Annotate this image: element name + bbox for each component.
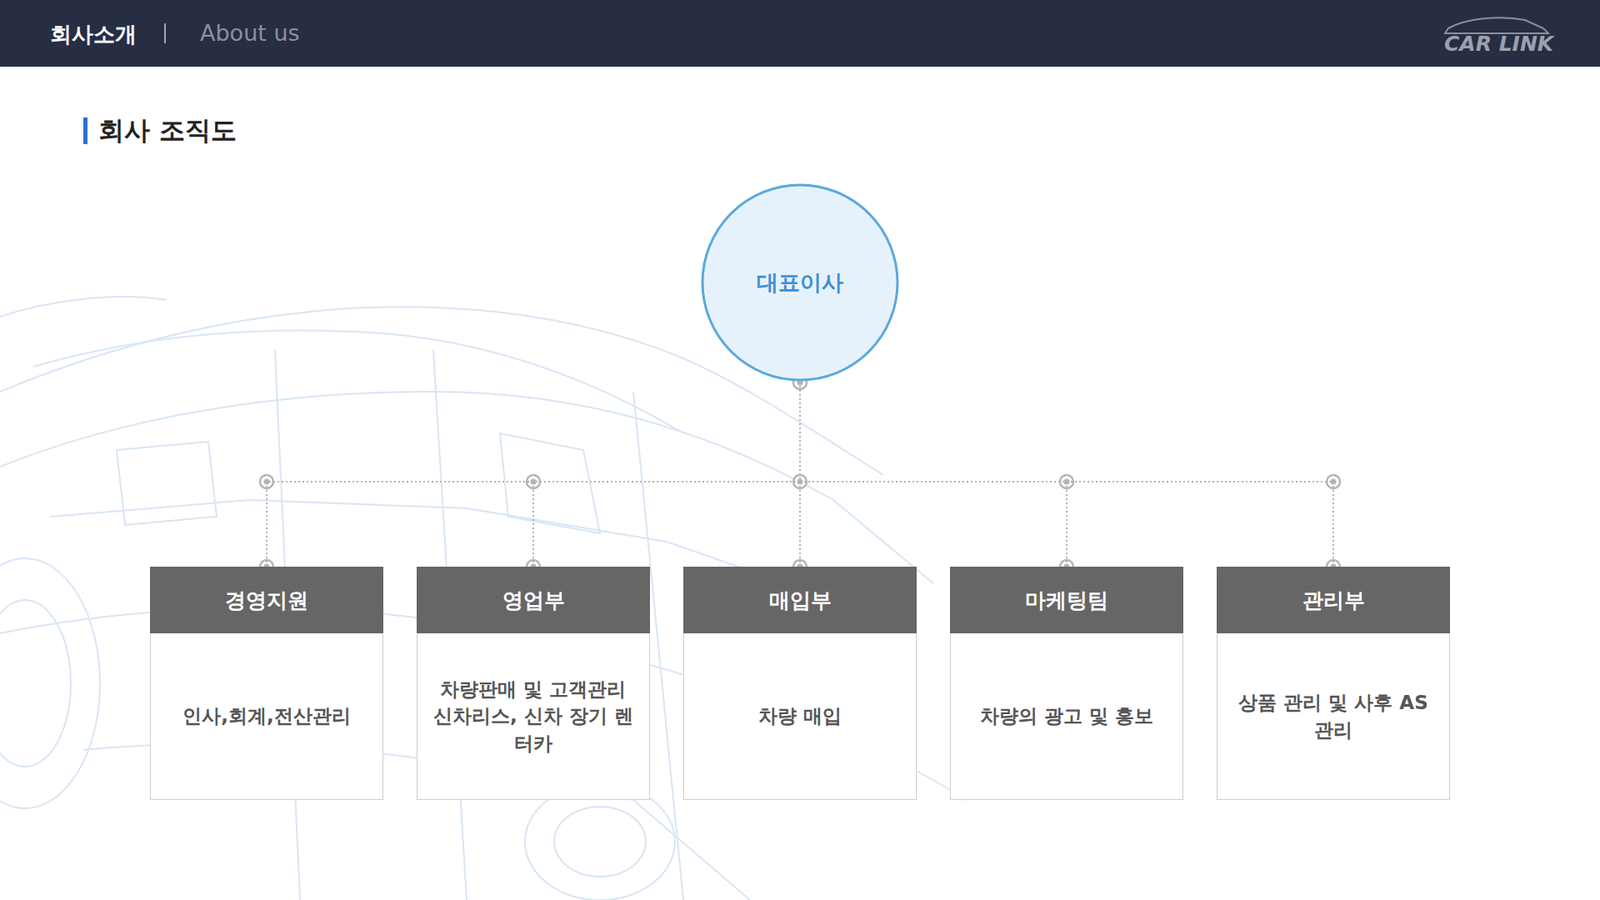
department-duties: 차량의 광고 및 홍보 — [950, 633, 1184, 800]
department-name: 영업부 — [416, 566, 650, 634]
page-heading: 회사 조직도 — [98, 113, 237, 149]
node-title: 대표이사 — [756, 268, 844, 298]
department-duties: 상품 관리 및 사후 AS 관리 — [1216, 633, 1450, 800]
section-subtitle: About us — [200, 20, 300, 46]
department-duties: 차량 매입 — [683, 633, 917, 800]
org-connector — [799, 381, 801, 567]
org-connector — [533, 381, 800, 567]
department-name: 매입부 — [683, 566, 917, 634]
department-name: 경영지원 — [150, 566, 384, 634]
department-box: 매입부차량 매입 — [683, 566, 917, 800]
org-connector — [800, 381, 1067, 567]
department-box: 관리부상품 관리 및 사후 AS 관리 — [1216, 566, 1450, 800]
department-duties: 인사,회계,전산관리 — [150, 633, 384, 800]
section-name: 회사소개 — [50, 20, 137, 50]
department-box: 경영지원인사,회계,전산관리 — [150, 566, 384, 800]
department-name: 관리부 — [1216, 566, 1450, 634]
ceo-circle: 대표이사 — [700, 183, 900, 382]
org-connector — [266, 381, 800, 567]
department-box: 영업부차량판매 및 고객관리 신차리스, 신차 장기 렌터카 — [416, 566, 650, 800]
company-logo: CAR LINK — [1444, 31, 1554, 56]
department-name: 마케팅팀 — [950, 566, 1184, 634]
department-duties: 차량판매 및 고객관리 신차리스, 신차 장기 렌터카 — [416, 633, 650, 800]
org-connector — [800, 381, 1334, 567]
department-box: 마케팅팀차량의 광고 및 홍보 — [950, 566, 1184, 800]
